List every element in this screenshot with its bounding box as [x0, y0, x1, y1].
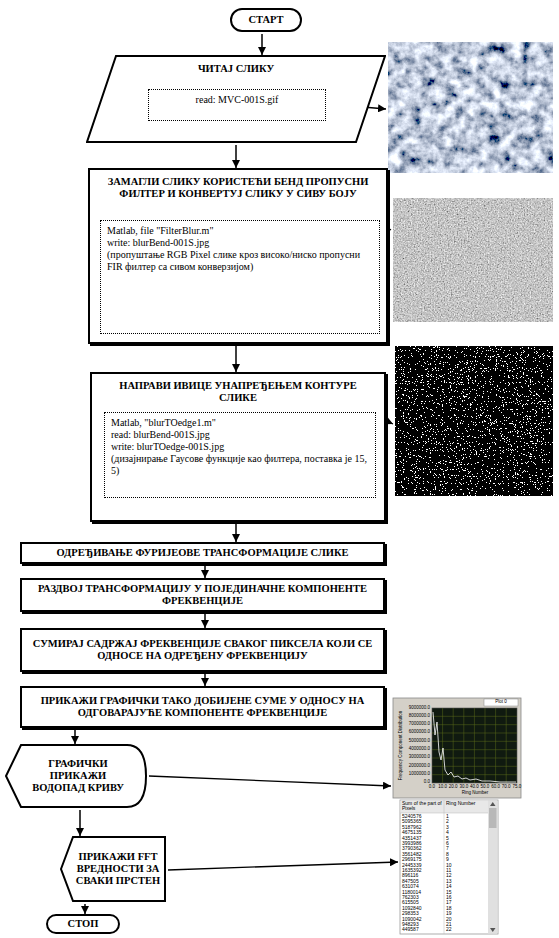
axis-tick: 4000000.0 [404, 747, 430, 752]
node-text: СТАРТ [236, 14, 296, 26]
flow-arrow [74, 730, 76, 744]
node-text: read: MVC-001S.gif [155, 94, 319, 106]
table-header: Ring Number [446, 801, 486, 806]
axis-tick: 30.0 [458, 785, 470, 790]
axis-tick: 70.0 [500, 785, 512, 790]
scrollbar [488, 801, 498, 934]
table-cell: 8 [446, 852, 476, 857]
file-box: Matlab, "blurTOedge1.m"read: blurBend-00… [104, 412, 376, 498]
axis-tick: 7000000.0 [404, 722, 430, 727]
node-text: ГРАФИЧКИ ПРИКАЖИ ВОДОПАД КРИВУ [25, 758, 131, 794]
node-text: СУМИРАЈ САДРЖАЈ ФРЕКВЕНЦИЈЕ СВАКОГ ПИКСЕ… [28, 638, 377, 662]
scrollbar-thumb [489, 808, 497, 828]
process-box: ЗАМАГЛИ СЛИКУ КОРИСТЕЋИ БЕНД ПРОПУСНИ ФИ… [88, 168, 388, 344]
table-cell: 22 [446, 927, 476, 932]
axis-tick: 75.0 [511, 785, 523, 790]
table-header: Sum of the part of Pixels [402, 801, 443, 812]
blurred-photo [393, 198, 553, 322]
display-shape: ПРИКАЖИ FFT ВРЕДНОСТИ ЗА СВАКИ ПРСТЕН [60, 836, 166, 902]
axis-title: Frequency Component Distribution [399, 705, 404, 785]
table-figure [400, 800, 498, 934]
node-outline-path [61, 837, 165, 901]
axis-tick: 5000000.0 [404, 739, 430, 744]
process-box: НАПРАВИ ИВИЦЕ УНАПРЕЂЕЊЕМ КОНТУРЕ СЛИКЕ M… [90, 372, 386, 522]
file-box: read: MVC-001S.gif [148, 89, 326, 121]
node-text: НАПРАВИ ИВИЦЕ УНАПРЕЂЕЊЕМ КОНТУРЕ СЛИКЕ [100, 380, 376, 404]
flow-arrow [235, 524, 237, 542]
axis-tick: 0.0 [426, 785, 438, 790]
table-divider [444, 800, 445, 934]
picture-arrow [149, 776, 391, 786]
axis-tick: 6000000.0 [404, 730, 430, 735]
flow-arrow [235, 145, 237, 168]
node-text: СТОП [52, 918, 114, 930]
node-outline-path [87, 56, 385, 142]
axis-tick: 40.0 [468, 785, 480, 790]
node-text: ПРИКАЖИ ГРАФИЧКИ ТАКО ДОБИЈЕНЕ СУМЕ У ОД… [28, 695, 377, 719]
plot-grid [432, 708, 517, 783]
flow-arrow [204, 674, 206, 686]
plot-legend: Plot 0 [485, 700, 517, 705]
flow-arrow [84, 904, 86, 914]
terminal: СТОП [46, 914, 120, 934]
process-box: РАЗДВОЈ ТРАНСФОРМАЦИЈУ У ПОЈЕДИНАЧНЕ КОМ… [20, 578, 385, 612]
node-text: Matlab, "blurTOedge1.m" [111, 417, 369, 429]
process-box: СУМИРАЈ САДРЖАЈ ФРЕКВЕНЦИЈЕ СВАКОГ ПИКСЕ… [20, 628, 385, 672]
axis-tick: 2000000.0 [404, 764, 430, 769]
plot-area [432, 708, 517, 783]
node-text: ЗАМАГЛИ СЛИКУ КОРИСТЕЋИ БЕНД ПРОПУСНИ ФИ… [98, 176, 378, 200]
axis-tick: 60.0 [490, 785, 502, 790]
node-text: РАЗДВОЈ ТРАНСФОРМАЦИЈУ У ПОЈЕДИНАЧНЕ КОМ… [28, 583, 377, 607]
table-cell: 4 [446, 830, 476, 835]
flow-arrow [235, 346, 237, 372]
process-box: ПРИКАЖИ ГРАФИЧКИ ТАКО ДОБИЈЕНЕ СУМЕ У ОД… [20, 686, 385, 728]
display-shape: ГРАФИЧКИ ПРИКАЖИ ВОДОПАД КРИВУ [5, 744, 147, 808]
node-text: ЧИТАЈ СЛИКУ [120, 63, 352, 75]
picture-arrow [168, 862, 398, 870]
axis-tick: 1000000.0 [404, 772, 430, 777]
axis-title: Ring Number [445, 791, 505, 796]
edge-photo-ground [395, 346, 553, 496]
stone-photo [388, 42, 553, 173]
node-text: ОДРЕЂИВАЊЕ ФУРИЈЕОВЕ ТРАНСФОРМАЦИЈЕ СЛИК… [28, 547, 377, 559]
axis-tick: 3000000.0 [404, 755, 430, 760]
node-text: write: blurBend-001S.jpg [107, 237, 373, 249]
chart-panel [393, 698, 521, 798]
table-cell: 5 [446, 836, 476, 841]
terminal: СТАРТ [230, 8, 302, 32]
node-text: Matlab, file "FilterBlur.m" [107, 225, 373, 237]
flow-arrow [204, 566, 206, 578]
axis-tick: 9000000.0 [404, 706, 430, 711]
node-outline-path [6, 745, 146, 807]
flow-arrow [204, 614, 206, 628]
table-cell: 449587 [402, 927, 443, 932]
table-frame [400, 800, 498, 934]
chart-figure [393, 698, 521, 798]
edge-photo [395, 346, 553, 496]
node-text: (пропуштање RGB Pixel слике кроз високо/… [107, 249, 373, 273]
flow-arrow [79, 810, 81, 836]
scroll-arrows [490, 802, 496, 932]
table-cell: 7 [446, 846, 476, 851]
table-cell: 3 [446, 825, 476, 830]
node-text: ПРИКАЖИ FFT ВРЕДНОСТИ ЗА СВАКИ ПРСТЕН [74, 851, 162, 887]
axis-tick: 0.0 [404, 780, 430, 785]
process-box: ОДРЕЂИВАЊЕ ФУРИЈЕОВЕ ТРАНСФОРМАЦИЈЕ СЛИК… [20, 542, 385, 564]
table-cell: 1 [446, 814, 476, 819]
node-text: write: blurTOedge-001S.jpg [111, 441, 369, 453]
table-cell: 6 [446, 841, 476, 846]
input-parallelogram: ЧИТАЈ СЛИКУ read: MVC-001S.gif [86, 55, 386, 143]
table-cell: 2 [446, 819, 476, 824]
axis-tick: 8000000.0 [404, 714, 430, 719]
flow-arrow [261, 34, 263, 55]
node-text: read: blurBend-001S.jpg [111, 429, 369, 441]
node-text: (дизајнирање Гаусове функције као филтер… [111, 453, 369, 477]
axis-tick: 20.0 [447, 785, 459, 790]
file-box: Matlab, file "FilterBlur.m"write: blurBe… [100, 220, 380, 334]
axis-tick: 10.0 [437, 785, 449, 790]
axis-tick: 50.0 [479, 785, 491, 790]
plot-legend-box [484, 699, 518, 706]
plot-curve [433, 712, 516, 782]
